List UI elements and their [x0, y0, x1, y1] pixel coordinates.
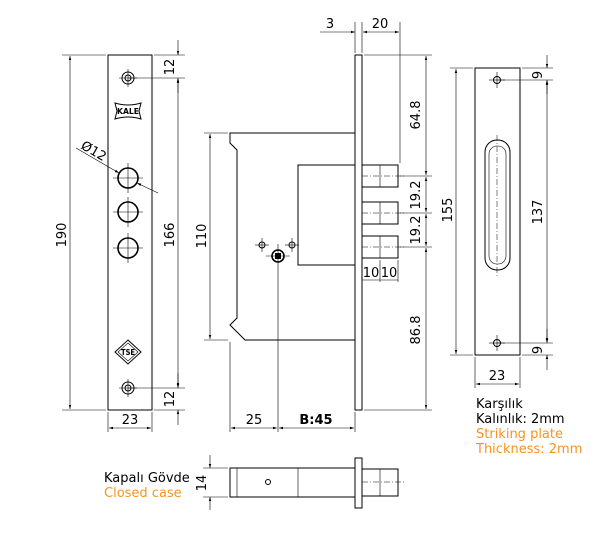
lock-body-view: 110 3 20 64.8 19.2 19.2 86.8 10 10 [195, 17, 432, 432]
closed-case-view: Kapalı Gövde Closed case 14 [104, 455, 404, 510]
striking-plate-label-en: Striking plate [476, 427, 563, 442]
screw-hole-icon [119, 69, 137, 87]
dim-cylinder-diameter: Ø12 [78, 138, 109, 164]
dim-front-bottom-offset: 12 [163, 391, 178, 408]
dim-strike-height: 155 [441, 198, 456, 223]
svg-text:KALE: KALE [117, 107, 139, 116]
striking-plate-slot [484, 139, 511, 271]
dim-strike-bottom-offset: 9 [531, 346, 546, 354]
front-plate-outline [107, 54, 153, 411]
dim-faceplate-thickness: 3 [326, 17, 334, 32]
dim-bolt-pitch-2: 19.2 [409, 216, 424, 245]
dim-front-top-offset: 12 [163, 59, 178, 76]
dim-body-offset: 25 [246, 413, 263, 428]
striking-plate-thickness-en: Thickness: 2mm [475, 442, 582, 457]
dim-strike-width: 23 [489, 369, 506, 384]
dim-top-to-bolt: 64.8 [409, 101, 424, 130]
cylinder-hole-icon [113, 197, 143, 227]
dim-body-height: 110 [195, 224, 210, 249]
dim-bolt-pitch-1: 19.2 [409, 181, 424, 210]
striking-plate-thickness-tr: Kalınlık: 2mm [476, 412, 565, 427]
closed-case-faceplate [354, 457, 363, 509]
dim-bolt-width-2: 10 [381, 266, 398, 281]
closed-case-body [229, 467, 356, 498]
closed-case-label-tr: Kapalı Gövde [104, 471, 190, 486]
striking-plate-label-tr: Karşılık [476, 397, 523, 412]
striking-plate-view: 155 9 137 9 23 Karşılık Kalınlık: 2mm St… [441, 55, 582, 457]
screw-hole-icon [119, 379, 137, 397]
dim-bolt-width-1: 10 [363, 266, 380, 281]
svg-text:TSE: TSE [121, 348, 135, 357]
cylinder-hole-icon [113, 233, 143, 263]
spindle-icon [255, 238, 299, 268]
dim-front-width: 23 [122, 413, 139, 428]
dim-case-height: 14 [195, 475, 210, 492]
bolt-icon [361, 201, 404, 225]
front-plate-view: 190 12 166 12 23 KALE [55, 40, 185, 432]
dim-strike-top-offset: 9 [531, 71, 546, 79]
inner-mechanism-outline [297, 164, 355, 266]
dim-front-hole-span: 166 [163, 223, 178, 248]
dim-bolt-projection: 20 [372, 17, 389, 32]
kale-logo: KALE [114, 102, 142, 120]
striking-plate-outline [474, 67, 521, 356]
lock-body-outline [229, 132, 356, 341]
tse-logo: TSE [114, 339, 142, 365]
bolt-icon [361, 235, 404, 259]
dim-bolt-to-bottom: 86.8 [409, 316, 424, 345]
cylinder-hole-icon [113, 163, 143, 193]
dim-front-height: 190 [55, 223, 70, 248]
bolt-icon [361, 164, 404, 188]
closed-case-label-en: Closed case [104, 486, 182, 501]
dim-strike-hole-span: 137 [531, 200, 546, 225]
dim-backset: B:45 [299, 413, 332, 428]
faceplate-outline [354, 54, 363, 411]
